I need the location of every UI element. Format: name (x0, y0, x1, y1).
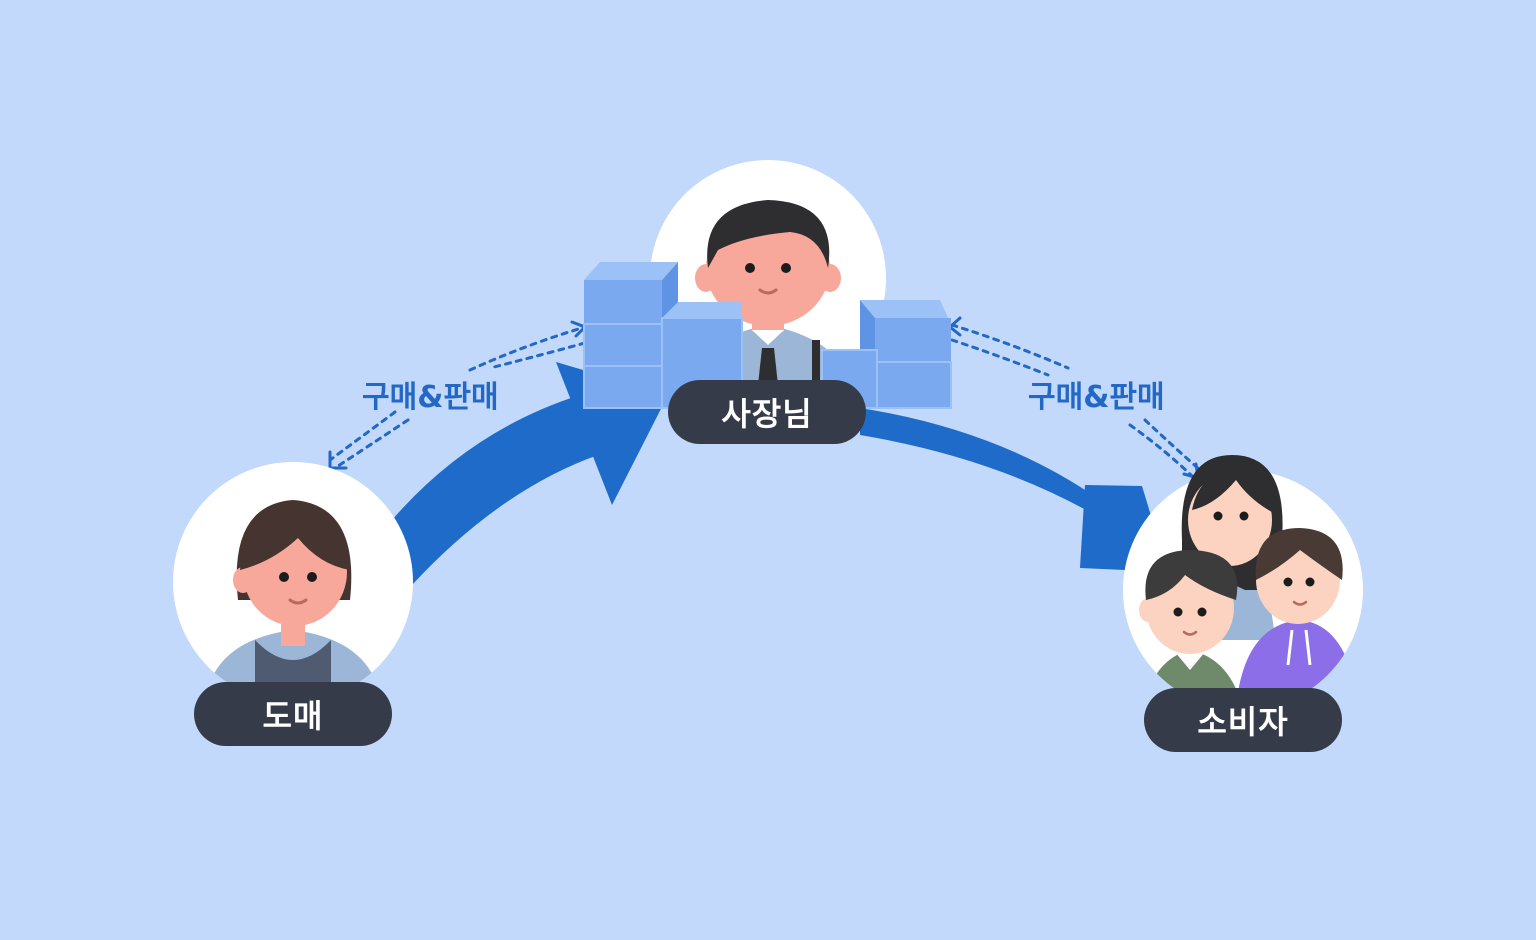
dotted-arrow-left (328, 320, 588, 470)
node-label-owner: 사장님 (668, 380, 866, 444)
wholesale-node (173, 462, 413, 702)
edge-label-right: 구매&판매 (1028, 380, 1165, 415)
node-label-wholesale: 도매 (194, 682, 392, 746)
consumer-node (1123, 455, 1363, 710)
node-label-consumer: 소비자 (1144, 688, 1342, 752)
flow-arrow-right (860, 408, 1168, 572)
edge-label-left: 구매&판매 (362, 380, 499, 415)
